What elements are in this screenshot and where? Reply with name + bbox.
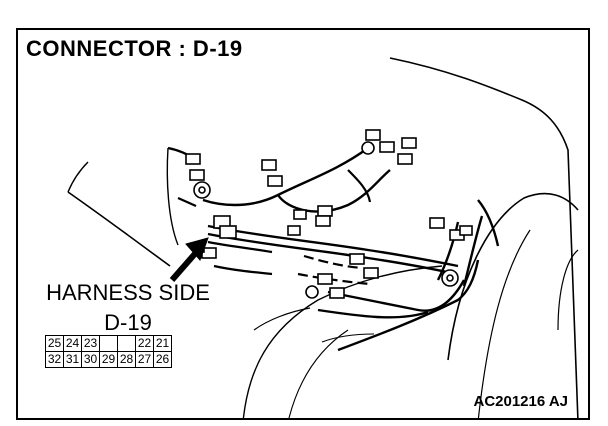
main-harness: [202, 147, 500, 352]
pin-cell: 29: [99, 351, 118, 368]
floor-outline: [242, 265, 443, 418]
pin-cell: 21: [153, 335, 172, 352]
wheel-arch: [447, 192, 579, 361]
d19-pointer-arrow: [169, 237, 209, 282]
vehicle-body-outline: [389, 57, 579, 418]
dashboard-panel-outline: [67, 191, 171, 267]
pin-row-bottom: 32 31 30 29 28 27 26: [45, 351, 172, 368]
figure-code: AC201216 AJ: [473, 393, 568, 410]
harness-side-connector-id: D-19: [104, 310, 152, 335]
pin-cell: 22: [135, 335, 154, 352]
pin-cell: 28: [117, 351, 136, 368]
connector-blocks: [185, 129, 473, 299]
pin-row-top: 25 24 23 22 21: [45, 335, 172, 352]
pin-cell: 31: [63, 351, 82, 368]
diagram-frame: CONNECTOR : D-19 HARNESS SIDE D-19 25 24…: [16, 28, 590, 420]
pin-cell: 25: [45, 335, 64, 352]
harness-side-label: HARNESS SIDE D-19: [28, 278, 228, 338]
harness-leads: [167, 146, 372, 286]
vehicle-harness-illustration: [67, 57, 579, 418]
pin-cell: 27: [135, 351, 154, 368]
connector-pin-layout: 25 24 23 22 21 32 31 30 29 28 27 26: [45, 335, 172, 368]
pin-cell-empty: [117, 335, 136, 352]
pin-cell: 26: [153, 351, 172, 368]
pin-cell: 32: [45, 351, 64, 368]
pin-cell: 30: [81, 351, 100, 368]
pin-cell: 24: [63, 335, 82, 352]
pin-cell-empty: [99, 335, 118, 352]
harness-side-heading: HARNESS SIDE: [46, 280, 210, 305]
pin-cell: 23: [81, 335, 100, 352]
page-title: CONNECTOR : D-19: [26, 36, 243, 61]
harness-clips: [193, 141, 459, 299]
